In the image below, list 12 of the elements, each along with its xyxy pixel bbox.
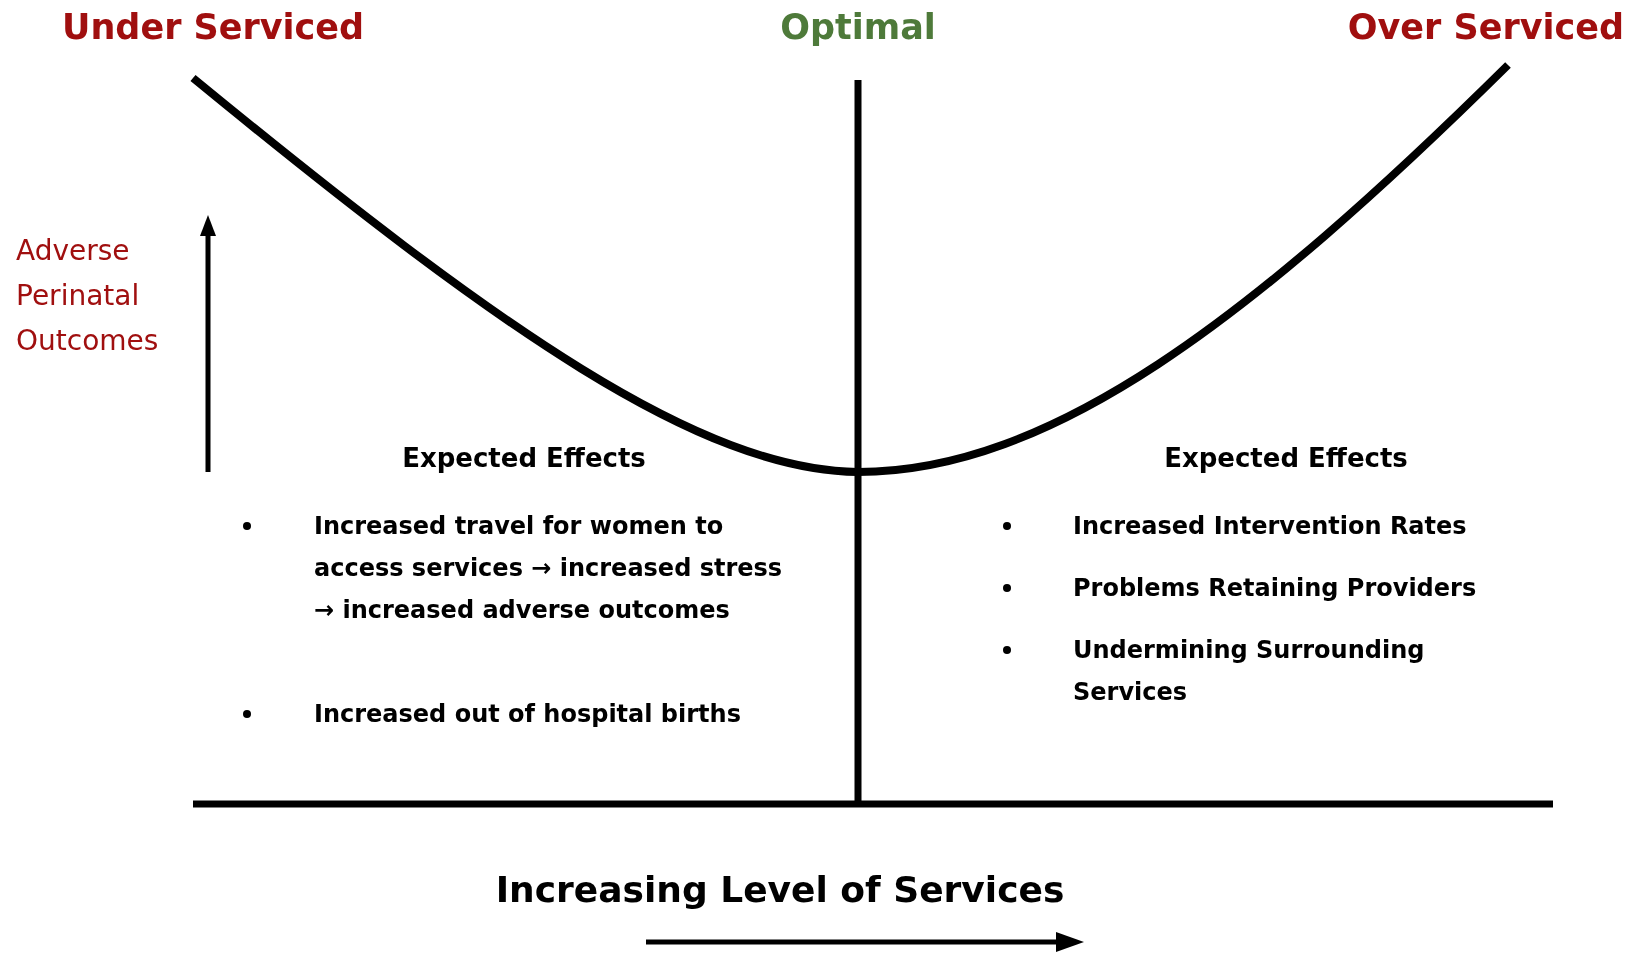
bullet-text: Increased out of hospital births xyxy=(314,699,742,730)
section-heading: Expected Effects xyxy=(1164,443,1408,474)
section-heading: Expected Effects xyxy=(402,443,646,474)
bullet-text: Increased Intervention Rates xyxy=(1073,511,1468,542)
heading-label: Over Serviced xyxy=(1347,6,1624,48)
bullet-text: Undermining Surrounding Services xyxy=(1073,635,1426,708)
heading-label: Under Serviced xyxy=(62,6,365,48)
bullet-text: Increased travel for women to access services → increased stress → increased adverse outcomes xyxy=(314,511,784,626)
heading-label: Optimal xyxy=(780,6,936,48)
bullet-text: Problems Retaining Providers xyxy=(1073,573,1478,604)
axis-label: Increasing Level of Services xyxy=(495,868,1065,911)
axis-label: Adverse Perinatal Outcomes xyxy=(16,233,160,359)
